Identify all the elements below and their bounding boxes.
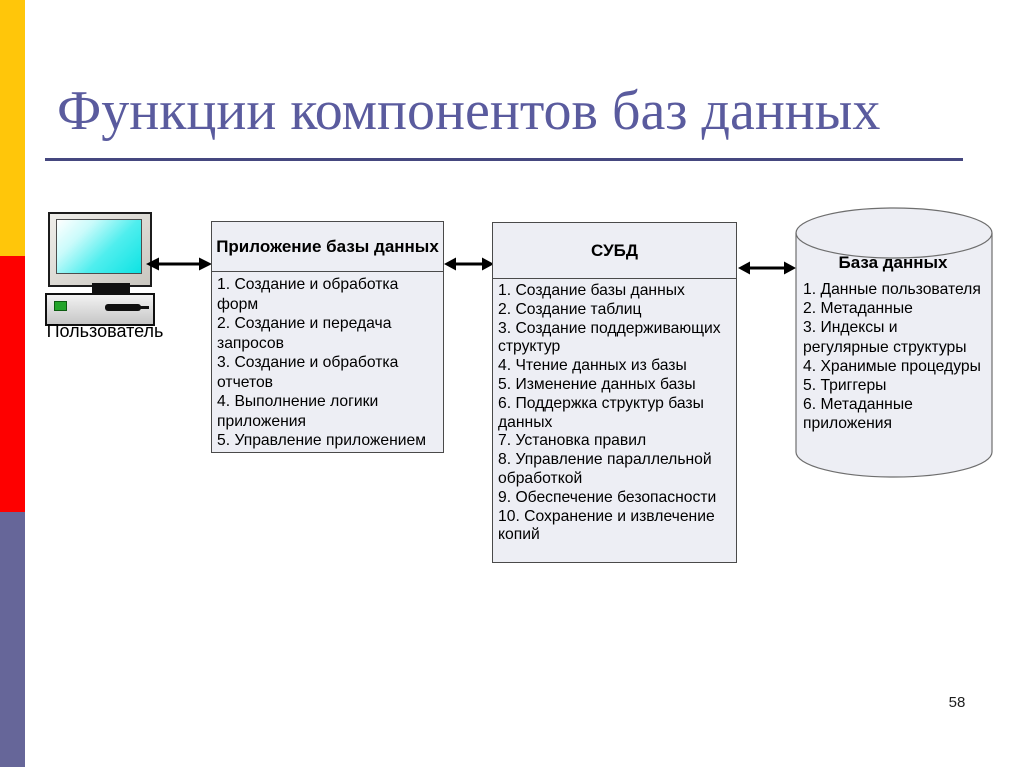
list-item: 10. Сохранение и извлечение копий	[498, 507, 715, 544]
list-item: 2. Создание таблиц	[498, 300, 642, 318]
cylinder-icon	[795, 207, 993, 478]
list-item: 3. Индексы и регулярные структуры	[803, 319, 967, 356]
accent-stripe-purple	[0, 512, 25, 767]
list-item: 6. Метаданные приложения	[803, 396, 913, 433]
page-number: 58	[948, 694, 966, 711]
list-item: 4. Чтение данных из базы	[498, 357, 687, 375]
computer-base-unit	[45, 293, 155, 326]
floppy-slot	[105, 304, 141, 311]
list-item: 8. Управление параллельной обработкой	[498, 451, 712, 487]
list-item: 6. Поддержка структур базы данных	[498, 394, 704, 431]
list-item: 5. Триггеры	[803, 377, 887, 395]
list-item: 1. Создание базы данных	[498, 282, 685, 299]
component-box-application: Приложение базы данных 1. Создание и обр…	[211, 221, 444, 453]
list-item: 1. Данные пользователя	[803, 281, 981, 298]
list-item: 1. Создание и обработка форм	[217, 276, 399, 313]
list-item: 3. Создание и обработка отчетов	[217, 354, 399, 391]
title-underline	[45, 158, 963, 161]
monitor-screen	[56, 219, 142, 274]
double-headed-arrow-icon	[738, 261, 796, 275]
double-headed-arrow-icon	[444, 257, 494, 271]
slide-title: Функции компонентов баз данных	[57, 80, 881, 142]
user-label: Пользователь	[46, 321, 164, 341]
power-led	[54, 301, 67, 311]
list-item: 5. Изменение данных базы	[498, 375, 696, 393]
list-item: 7. Установка правил	[498, 432, 647, 450]
double-headed-arrow-icon	[146, 257, 212, 271]
list-item: 9. Обеспечение безопасности	[498, 488, 717, 506]
component-title: СУБД	[493, 223, 736, 279]
list-item: 4. Хранимые процедуры	[803, 357, 981, 375]
component-title: База данных	[838, 253, 948, 272]
component-database-cylinder: База данных 1. Данные пользователя 2. Мет…	[795, 206, 993, 478]
list-item: 2. Создание и передача запросов	[217, 315, 392, 352]
desktop-computer-icon	[48, 212, 152, 287]
user-node: Пользователь	[40, 208, 170, 348]
list-item: 4. Выполнение логики приложения	[217, 393, 379, 430]
list-item: 2. Метаданные	[803, 300, 913, 318]
list-item: 3. Создание поддерживающих структур	[498, 319, 721, 356]
accent-stripe-yellow	[0, 0, 25, 256]
list-item: 5. Управление приложением	[217, 432, 427, 449]
floppy-slot-button	[139, 306, 149, 309]
component-title: Приложение базы данных	[212, 222, 443, 272]
accent-stripe-red	[0, 256, 25, 512]
monitor-stand	[92, 283, 130, 293]
